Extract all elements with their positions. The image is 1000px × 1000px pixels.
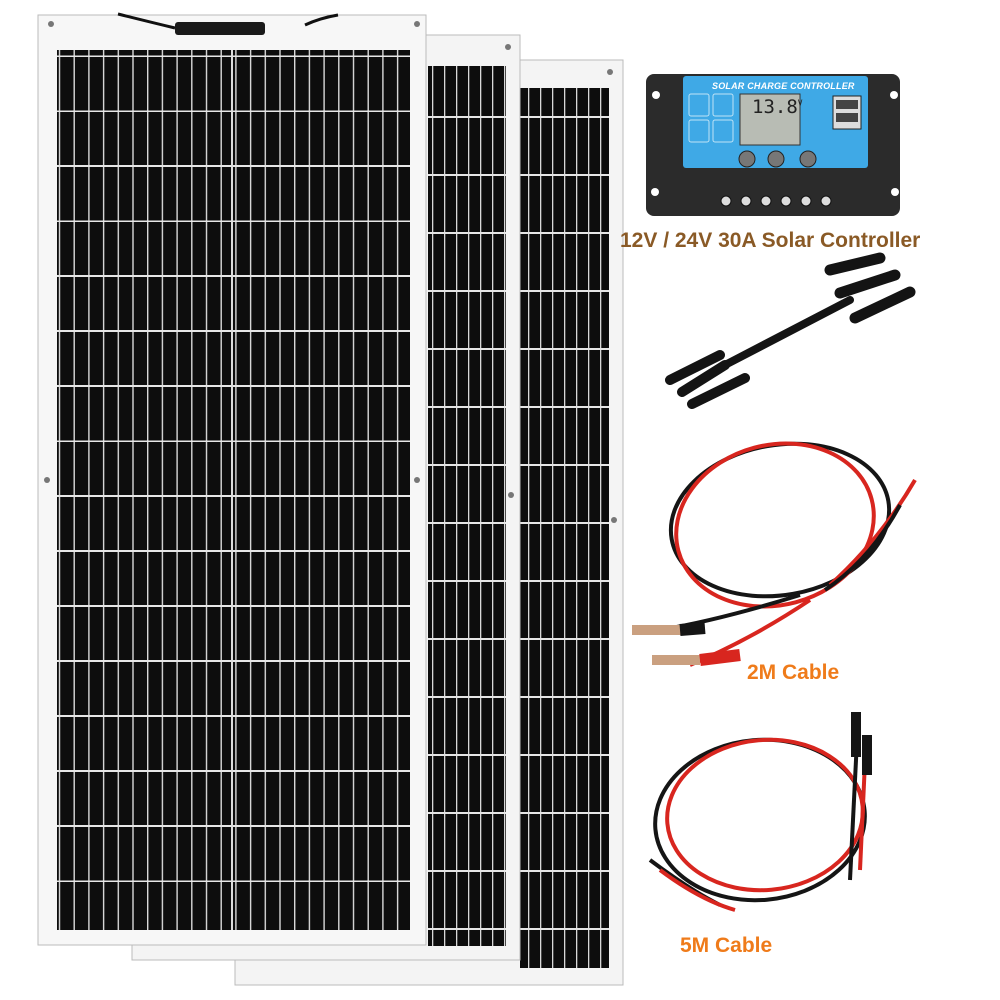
lcd-unit: V	[797, 98, 803, 108]
controller-panel-title: SOLAR CHARGE CONTROLLER	[712, 81, 855, 91]
cable-2m-caption: 2M Cable	[747, 661, 840, 684]
button-icon	[767, 150, 785, 168]
solar-panel-front	[37, 12, 427, 946]
lcd-reading: 13.8	[752, 96, 798, 118]
junction-cable	[117, 12, 339, 30]
controller-caption: 12V / 24V 30A Solar Controller	[620, 229, 921, 252]
button-icon	[738, 150, 756, 168]
battery-cable-2m	[632, 441, 917, 667]
solar-cable-5m	[648, 712, 872, 912]
lcd-display: 13.8V	[752, 96, 803, 118]
button-icon	[799, 150, 817, 168]
charge-controller	[646, 74, 900, 216]
junction-box	[175, 22, 265, 35]
cable-5m-caption: 5M Cable	[680, 934, 773, 957]
y-branch-connector	[665, 252, 916, 409]
